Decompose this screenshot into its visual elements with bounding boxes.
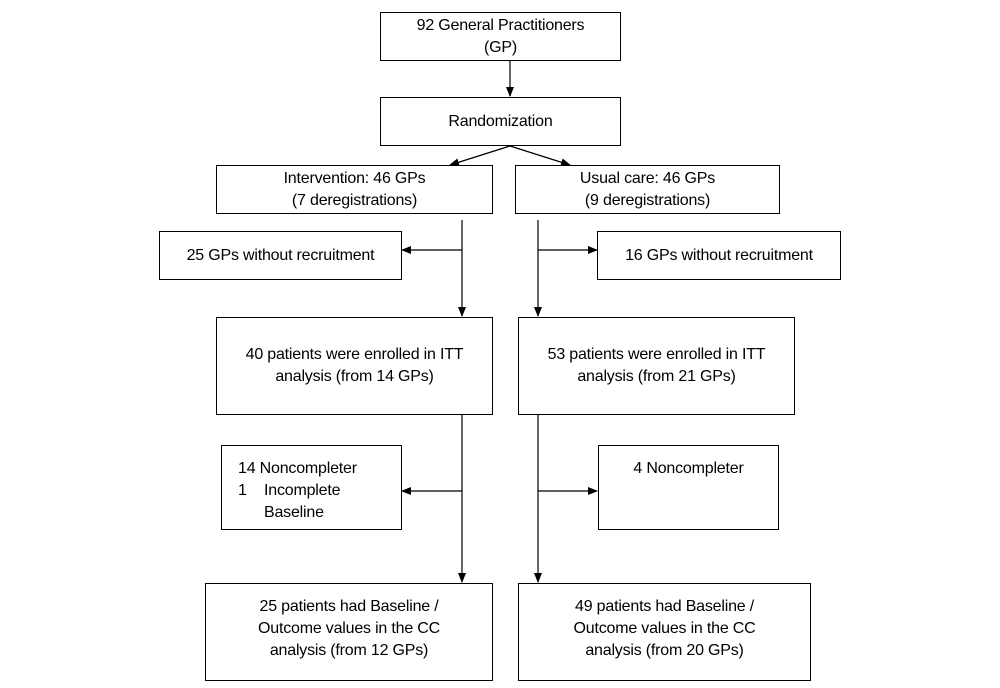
usual-care-itt-line-2: analysis (from 21 GPs) (577, 368, 736, 385)
usual-care-noncompleter-label: 4 Noncompleter (633, 460, 744, 477)
intervention-noncompleter-item: 1 Incomplete Baseline (238, 480, 401, 524)
intervention-itt-line-2: analysis (from 14 GPs) (275, 368, 434, 385)
usual-care-arm-line-1: Usual care: 46 GPs (579, 169, 716, 187)
gp-total-line-2: (GP) (484, 38, 517, 56)
intervention-arm-line-1: Intervention: 46 GPs (283, 169, 426, 187)
intervention-cc-line-3: analysis (from 12 GPs) (269, 642, 429, 659)
usual-care-no-recruitment-label: 16 GPs without recruitment (625, 246, 813, 264)
intervention-noncompleter-item-number: 1 (238, 482, 247, 499)
usual-care-itt-line-1: 53 patients were enrolled in ITT (547, 346, 766, 363)
gp-total-line-1: 92 General Practitioners (416, 16, 585, 34)
usual-care-itt-box: 53 patients were enrolled in ITT analysi… (518, 317, 795, 415)
gp-total-box: 92 General Practitioners (GP) (380, 12, 621, 61)
intervention-cc-box: 25 patients had Baseline / Outcome value… (205, 583, 493, 681)
usual-care-no-recruitment-box: 16 GPs without recruitment (597, 231, 841, 280)
intervention-arm-box: Intervention: 46 GPs (7 deregistrations) (216, 165, 493, 214)
intervention-noncompleter-box: 14 Noncompleter 1 Incomplete Baseline (221, 445, 402, 530)
intervention-itt-line-1: 40 patients were enrolled in ITT (245, 346, 464, 363)
arrow-randomization-to-intervention (449, 145, 511, 167)
usual-care-noncompleter-box: 4 Noncompleter (598, 445, 779, 530)
usual-care-cc-line-1: 49 patients had Baseline / (575, 598, 754, 615)
intervention-itt-box: 40 patients were enrolled in ITT analysi… (216, 317, 493, 415)
intervention-no-recruitment-label: 25 GPs without recruitment (186, 246, 375, 264)
intervention-arm-line-2: (7 deregistrations) (291, 191, 418, 209)
intervention-noncompleter-count: 14 Noncompleter (238, 460, 357, 477)
usual-care-arm-line-2: (9 deregistrations) (584, 191, 711, 209)
intervention-noncompleter-item-line-1: Incomplete (264, 482, 341, 499)
intervention-no-recruitment-box: 25 GPs without recruitment (159, 231, 402, 280)
arrow-randomization-to-usual-care (509, 145, 571, 167)
usual-care-arm-box: Usual care: 46 GPs (9 deregistrations) (515, 165, 780, 214)
usual-care-cc-line-2: Outcome values in the CC (573, 620, 756, 637)
intervention-cc-line-2: Outcome values in the CC (258, 620, 440, 637)
randomization-box: Randomization (380, 97, 621, 146)
intervention-cc-line-1: 25 patients had Baseline / (259, 598, 439, 615)
intervention-noncompleter-item-line-2: Baseline (264, 504, 324, 521)
randomization-label: Randomization (448, 112, 553, 130)
usual-care-cc-box: 49 patients had Baseline / Outcome value… (518, 583, 811, 681)
intervention-noncompleter-item-text: Incomplete Baseline (264, 480, 340, 524)
usual-care-cc-line-3: analysis (from 20 GPs) (585, 642, 744, 659)
